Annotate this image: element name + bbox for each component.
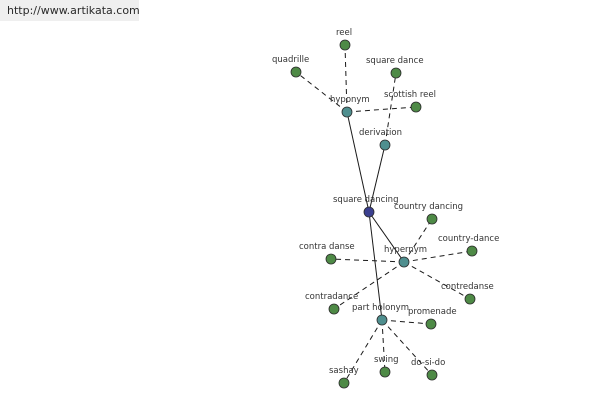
edge-country-dance: [403, 250, 473, 263]
node-contra-danse[interactable]: contra danse: [299, 242, 355, 265]
node-label: part holonym: [352, 303, 409, 313]
edge-promenade: [381, 319, 432, 325]
node-dot[interactable]: [341, 106, 353, 118]
edge-reel: [344, 44, 348, 113]
node-dot[interactable]: [376, 314, 388, 326]
source-link[interactable]: http://www.artikata.com: [0, 0, 140, 21]
node-label: contradance: [305, 292, 358, 302]
node-label: promenade: [408, 307, 457, 317]
node-derivation[interactable]: derivation: [359, 128, 402, 151]
node-hyponym[interactable]: hyponym: [330, 95, 370, 118]
node-sashay[interactable]: sashay: [329, 366, 359, 389]
node-quadrille[interactable]: quadrille: [272, 55, 309, 78]
node-country-dance[interactable]: country-dance: [438, 234, 499, 257]
edge-country-dancing: [403, 218, 433, 263]
node-dot[interactable]: [426, 213, 438, 225]
node-dot[interactable]: [379, 366, 391, 378]
node-dot[interactable]: [425, 318, 437, 330]
edge-sashay: [343, 319, 383, 384]
node-promenade[interactable]: promenade: [408, 307, 457, 330]
node-square-dancing[interactable]: square dancing: [333, 195, 398, 218]
node-swing[interactable]: swing: [374, 355, 399, 378]
node-dot[interactable]: [464, 293, 476, 305]
edge-part-holonym: [368, 211, 383, 321]
node-dot[interactable]: [363, 206, 375, 218]
node-label: swing: [374, 355, 399, 365]
node-dot[interactable]: [426, 369, 438, 381]
node-part-holonym[interactable]: part holonym: [352, 303, 409, 326]
edge-hypernym: [368, 211, 405, 263]
node-contradance[interactable]: contradance: [305, 292, 358, 315]
node-label: country dancing: [394, 202, 463, 212]
node-dot[interactable]: [290, 66, 302, 78]
node-contredanse[interactable]: contredanse: [441, 282, 494, 305]
node-dot[interactable]: [325, 253, 337, 265]
node-dot[interactable]: [398, 256, 410, 268]
node-reel[interactable]: reel: [336, 28, 352, 51]
node-label: reel: [336, 28, 352, 38]
node-dot[interactable]: [466, 245, 478, 257]
node-label: sashay: [329, 366, 359, 376]
node-label: square dancing: [333, 195, 398, 205]
node-dot[interactable]: [328, 303, 340, 315]
node-dot[interactable]: [390, 67, 402, 79]
edge-contra-danse: [330, 258, 405, 263]
node-do-si-do[interactable]: do-si-do: [411, 358, 445, 381]
node-dot[interactable]: [338, 377, 350, 389]
node-label: scottish reel: [384, 90, 436, 100]
node-label: country-dance: [438, 234, 499, 244]
node-label: contra danse: [299, 242, 355, 252]
graph-nodes: hyponym derivation hypernym part holonym ree…: [272, 28, 499, 389]
edge-scottish-reel: [346, 106, 417, 113]
edge-contredanse: [403, 261, 471, 300]
node-label: contredanse: [441, 282, 494, 292]
node-scottish-reel[interactable]: scottish reel: [384, 90, 436, 113]
node-dot[interactable]: [339, 39, 351, 51]
node-label: square dance: [366, 56, 424, 66]
node-label: hypernym: [384, 245, 427, 255]
edge-hyponym: [346, 111, 370, 213]
node-label: do-si-do: [411, 358, 445, 368]
node-label: derivation: [359, 128, 402, 138]
graph-edges: [295, 44, 473, 384]
edge-derivation: [368, 144, 386, 213]
edge-square-dance: [384, 72, 397, 146]
node-dot[interactable]: [379, 139, 391, 151]
node-dot[interactable]: [410, 101, 422, 113]
node-label: quadrille: [272, 55, 309, 65]
node-hypernym[interactable]: hypernym: [384, 245, 427, 268]
node-country-dancing[interactable]: country dancing: [394, 202, 463, 225]
node-square-dance[interactable]: square dance: [366, 56, 424, 79]
node-label: hyponym: [330, 95, 370, 105]
edge-quadrille: [295, 71, 348, 113]
edge-do-si-do: [381, 319, 433, 376]
